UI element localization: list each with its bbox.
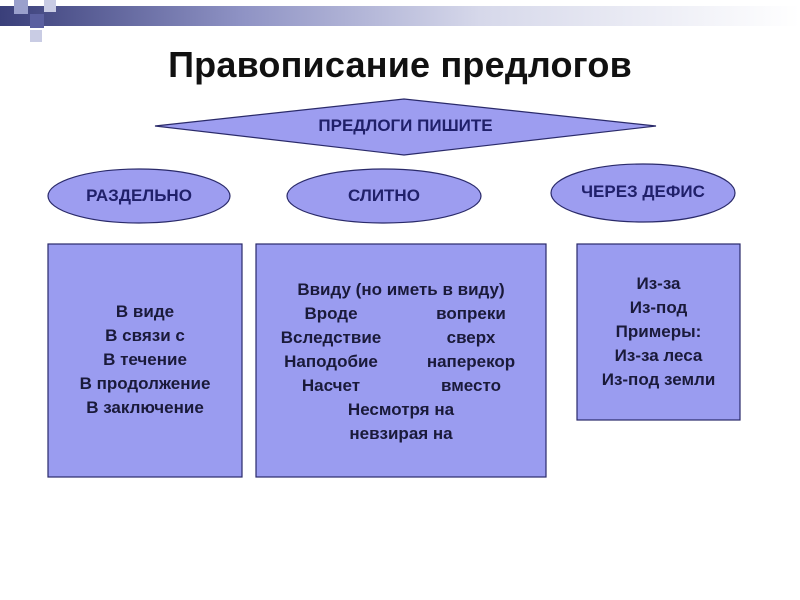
pair-right: вопреки bbox=[436, 304, 506, 323]
hyphen-list: Из-за Из-под Примеры: Из-за леса Из-под … bbox=[577, 272, 740, 392]
list-item: Из-под земли bbox=[601, 370, 716, 389]
slide-title: Правописание предлогов bbox=[168, 44, 632, 85]
list-item: В виде bbox=[115, 302, 175, 321]
decor-square bbox=[30, 30, 42, 42]
category-ellipse-hyphen bbox=[550, 163, 736, 223]
root-label: ПРЕДЛОГИ ПИШИТЕ bbox=[318, 116, 493, 135]
pair-right: наперекор bbox=[426, 352, 516, 371]
list-item: Вроде вопреки bbox=[256, 302, 546, 326]
top-decorative-band bbox=[0, 6, 800, 26]
pair-left: Вследствие bbox=[280, 328, 382, 347]
list-item: невзирая на bbox=[349, 424, 453, 443]
pair-left: Наподобие bbox=[284, 352, 378, 371]
decor-square bbox=[30, 14, 44, 28]
box-separate bbox=[47, 243, 243, 478]
category-label-hyphen: ЧЕРЕЗ ДЕФИС bbox=[581, 182, 705, 201]
list-item: В течение bbox=[103, 350, 187, 369]
separate-list: В виде В связи с В течение В продолжение… bbox=[48, 300, 242, 420]
joined-list: Ввиду (но иметь в виду) Вроде вопреки Вс… bbox=[256, 278, 546, 446]
pair-left: Насчет bbox=[301, 376, 361, 395]
list-item: Из-за bbox=[636, 274, 681, 293]
list-item: В связи с bbox=[105, 326, 185, 345]
box-joined bbox=[255, 243, 547, 478]
category-ellipse-separate bbox=[47, 168, 231, 224]
list-item: Вследствие сверх bbox=[256, 326, 546, 350]
list-item: В продолжение bbox=[79, 374, 211, 393]
list-item: Несмотря на bbox=[347, 400, 455, 419]
list-item: В заключение bbox=[86, 398, 204, 417]
category-label-separate: РАЗДЕЛЬНО bbox=[86, 186, 192, 205]
category-label-joined: СЛИТНО bbox=[348, 186, 420, 205]
joined-header: Ввиду (но иметь в виду) bbox=[297, 280, 505, 299]
decor-square bbox=[14, 0, 28, 14]
root-diamond bbox=[154, 98, 657, 156]
list-item: Насчет вместо bbox=[256, 374, 546, 398]
category-ellipse-joined bbox=[286, 168, 482, 224]
list-item: Из-под bbox=[629, 298, 688, 317]
pair-right: вместо bbox=[441, 376, 501, 395]
decor-square bbox=[44, 0, 56, 12]
box-hyphen bbox=[576, 243, 741, 421]
list-item: Примеры: bbox=[615, 322, 702, 341]
pair-left: Вроде bbox=[304, 304, 358, 323]
list-item: Из-за леса bbox=[614, 346, 703, 365]
list-item: Наподобие наперекор bbox=[256, 350, 546, 374]
pair-right: сверх bbox=[446, 328, 496, 347]
